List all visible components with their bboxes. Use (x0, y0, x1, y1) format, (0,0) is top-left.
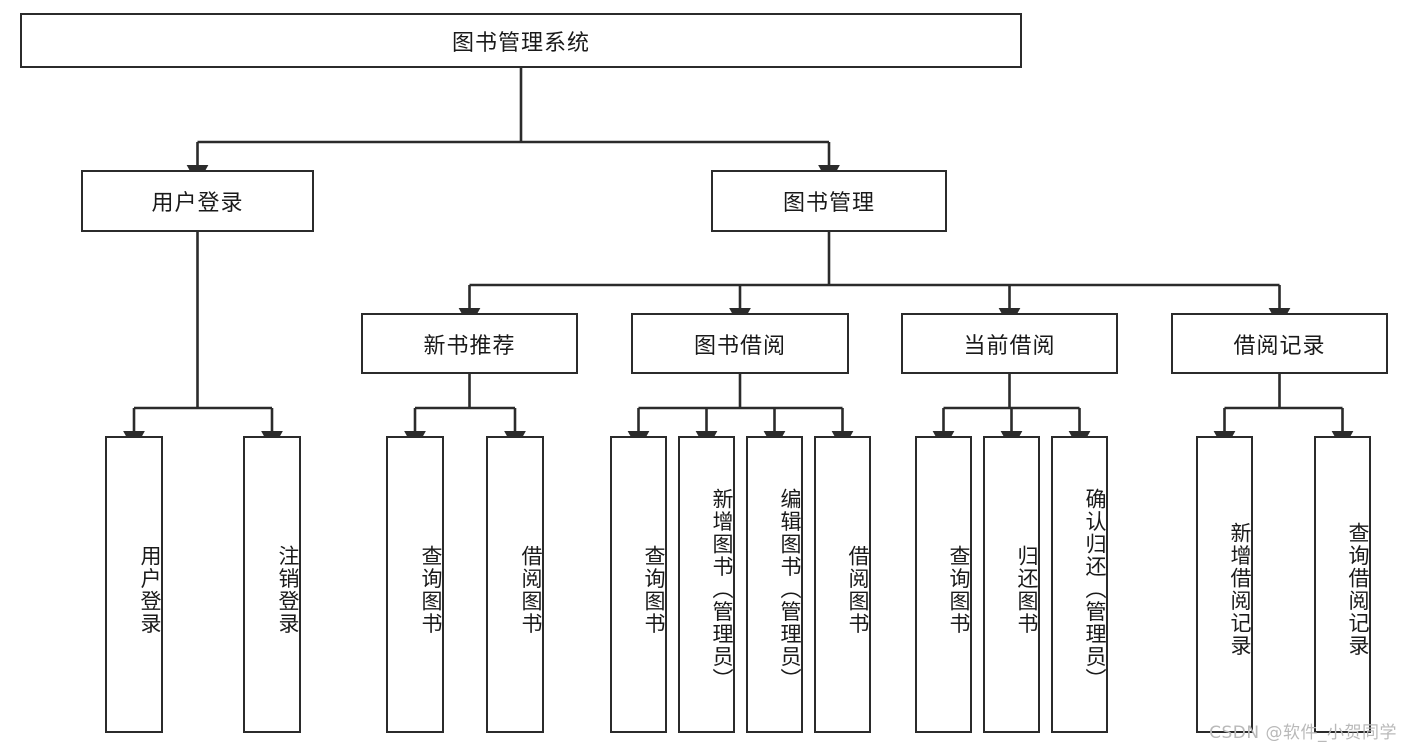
node-book-borrow[interactable]: 图书借阅 (631, 313, 849, 374)
node-new-book-recommend[interactable]: 新书推荐 (361, 313, 578, 374)
node-label: 借阅记录 (1233, 333, 1326, 359)
node-leaf-cb-confirm-return-admin[interactable]: 确认归还（管理员） (1051, 436, 1108, 733)
node-label: 新增借阅记录 (1228, 522, 1252, 657)
node-leaf-br-add-record[interactable]: 新增借阅记录 (1196, 436, 1253, 733)
node-label: 注销登录 (276, 544, 300, 635)
node-label: 借阅图书 (846, 544, 870, 635)
node-label: 当前借阅 (963, 333, 1056, 359)
node-leaf-bb-add-book-admin[interactable]: 新增图书（管理员） (678, 436, 735, 733)
node-label: 图书管理系统 (451, 30, 590, 56)
node-label: 编辑图书（管理员） (778, 488, 802, 691)
watermark: CSDN @软件_小贺同学 (1209, 723, 1397, 743)
node-leaf-logout[interactable]: 注销登录 (243, 436, 301, 733)
node-label: 借阅图书 (519, 544, 543, 635)
node-current-borrow[interactable]: 当前借阅 (901, 313, 1118, 374)
node-leaf-rec-borrow-book[interactable]: 借阅图书 (486, 436, 544, 733)
node-leaf-user-login[interactable]: 用户登录 (105, 436, 163, 733)
node-root[interactable]: 图书管理系统 (20, 13, 1022, 68)
node-borrow-record[interactable]: 借阅记录 (1171, 313, 1388, 374)
node-leaf-rec-query-book[interactable]: 查询图书 (386, 436, 444, 733)
node-leaf-cb-return-book[interactable]: 归还图书 (983, 436, 1040, 733)
node-label: 用户登录 (138, 544, 162, 635)
node-user-login[interactable]: 用户登录 (81, 170, 314, 232)
node-leaf-bb-query-book[interactable]: 查询图书 (610, 436, 667, 733)
node-label: 新增图书（管理员） (710, 488, 734, 691)
node-label: 归还图书 (1015, 544, 1039, 635)
node-leaf-br-query-record[interactable]: 查询借阅记录 (1314, 436, 1371, 733)
node-label: 查询借阅记录 (1346, 522, 1370, 657)
node-leaf-bb-borrow-book[interactable]: 借阅图书 (814, 436, 871, 733)
node-label: 用户登录 (151, 191, 244, 216)
node-label: 图书借阅 (693, 333, 786, 359)
node-book-management[interactable]: 图书管理 (711, 170, 947, 232)
node-label: 图书管理 (782, 191, 875, 216)
node-leaf-cb-query-book[interactable]: 查询图书 (915, 436, 972, 733)
node-label: 查询图书 (642, 544, 666, 635)
node-label: 查询图书 (419, 544, 443, 635)
node-label: 确认归还（管理员） (1083, 488, 1107, 691)
node-leaf-bb-edit-book-admin[interactable]: 编辑图书（管理员） (746, 436, 803, 733)
node-label: 新书推荐 (423, 333, 516, 359)
node-label: 查询图书 (947, 544, 971, 635)
